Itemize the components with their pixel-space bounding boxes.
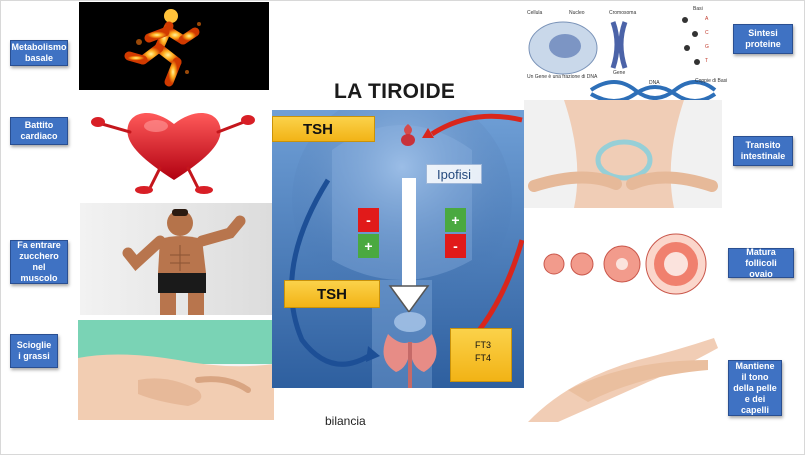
waist-image [78,320,274,420]
dna-diagram-image: Cellula Nucleo Cromosoma Basi A C G T Un… [525,4,728,100]
dna-label-gene-frazione: Un Gene è una frazione di DNA [527,74,598,80]
minus-sign-left: - [358,208,379,232]
minus-sign-right: - [445,234,466,258]
dna-label-nucleo: Nucleo [569,10,585,16]
ipofisi-label: Ipofisi [426,164,482,184]
dna-label-basi: Basi [693,6,703,12]
label-transito-intestinale: Transito intestinale [733,136,793,166]
ft3-ft4-box: FT3 FT4 [450,328,512,382]
label-sintesi-proteine: Sintesi proteine [733,24,793,54]
page-title: LA TIROIDE [334,80,456,103]
dna-label-cellula: Cellula [527,10,543,16]
label-metabolismo-basale: Metabolismo basale [10,40,68,66]
hands-skin-image [528,330,720,422]
label-tono-pelle: Mantiene il tono della pelle e dei capel… [728,360,782,416]
ft4-label: FT4 [475,353,492,363]
tsh-box-top: TSH [272,116,375,142]
athlete-image [80,203,272,315]
dna-base-c: C [705,30,709,36]
plus-sign-right: + [445,208,466,232]
dna-label-dna: DNA [649,80,660,86]
dna-base-g: G [705,44,709,50]
plus-sign-left: + [358,234,379,258]
dna-label-gene: Gene [613,70,625,76]
dna-label-coppie-basi: Coppie di Basi [695,78,727,84]
ft3-label: FT3 [475,340,492,350]
ovarian-follicles-image [526,222,722,306]
label-scioglie-grassi: Scioglie i grassi [10,334,58,368]
belly-image [524,100,722,208]
heart-image [80,96,268,198]
fire-runner-image [79,2,269,90]
balance-caption: bilancia [325,414,366,428]
hypothalamus-thyroid-diagram: TSH Ipofisi - + + - TSH FT3 FT4 [272,110,524,388]
label-matura-follicoli: Matura follicoli ovaio [728,247,794,279]
label-zucchero-muscolo: Fa entrare zucchero nel muscolo [10,240,68,284]
dna-label-cromosoma: Cromosoma [609,10,636,16]
dna-base-a: A [705,16,709,22]
dna-base-t: T [705,58,708,64]
tsh-box-bottom: TSH [284,280,380,308]
label-battito-cardiaco: Battito cardiaco [10,117,68,145]
